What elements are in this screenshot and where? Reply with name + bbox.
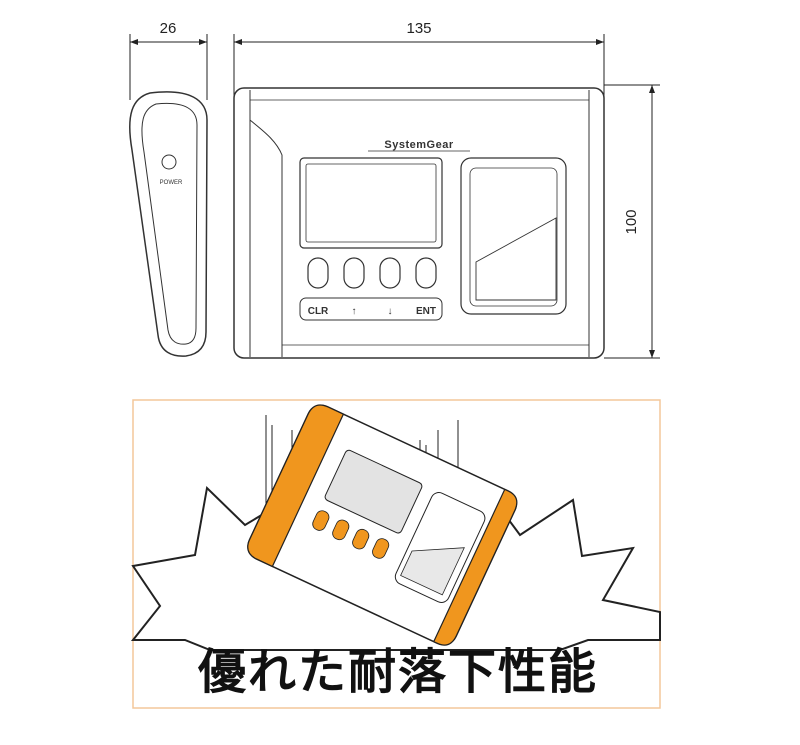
- right-bumper: [432, 488, 518, 646]
- front-view: [233, 87, 605, 359]
- left-bumper: [247, 404, 345, 568]
- falling-device: [247, 404, 518, 646]
- front-labels: SystemGear CLR ↑ ↓ ENT: [308, 139, 470, 317]
- button-clr: [307, 257, 329, 289]
- button-label-up: ↑: [352, 306, 357, 317]
- button-label-clr: CLR: [308, 306, 329, 317]
- depth-label: 26: [160, 20, 177, 37]
- button-down: [379, 257, 401, 289]
- height-label: 100: [623, 209, 640, 234]
- button-label-ent: ENT: [416, 306, 436, 317]
- side-view: POWER: [129, 91, 208, 357]
- drop-panel-frame: [132, 399, 661, 709]
- button-up: [343, 257, 365, 289]
- button-ent: [415, 257, 437, 289]
- drop-caption: 優れた耐落下性能: [197, 644, 598, 700]
- power-button-icon: [161, 154, 177, 170]
- width-label: 135: [406, 20, 431, 37]
- height-dimension: 100: [604, 84, 660, 359]
- power-label: POWER: [160, 180, 183, 186]
- width-dimension: 135: [233, 20, 605, 100]
- button-label-down: ↓: [388, 306, 393, 317]
- drop-panel: 優れた耐落下性能: [130, 399, 661, 709]
- brand-logo: SystemGear: [384, 139, 453, 151]
- depth-dimension: 26: [129, 20, 208, 100]
